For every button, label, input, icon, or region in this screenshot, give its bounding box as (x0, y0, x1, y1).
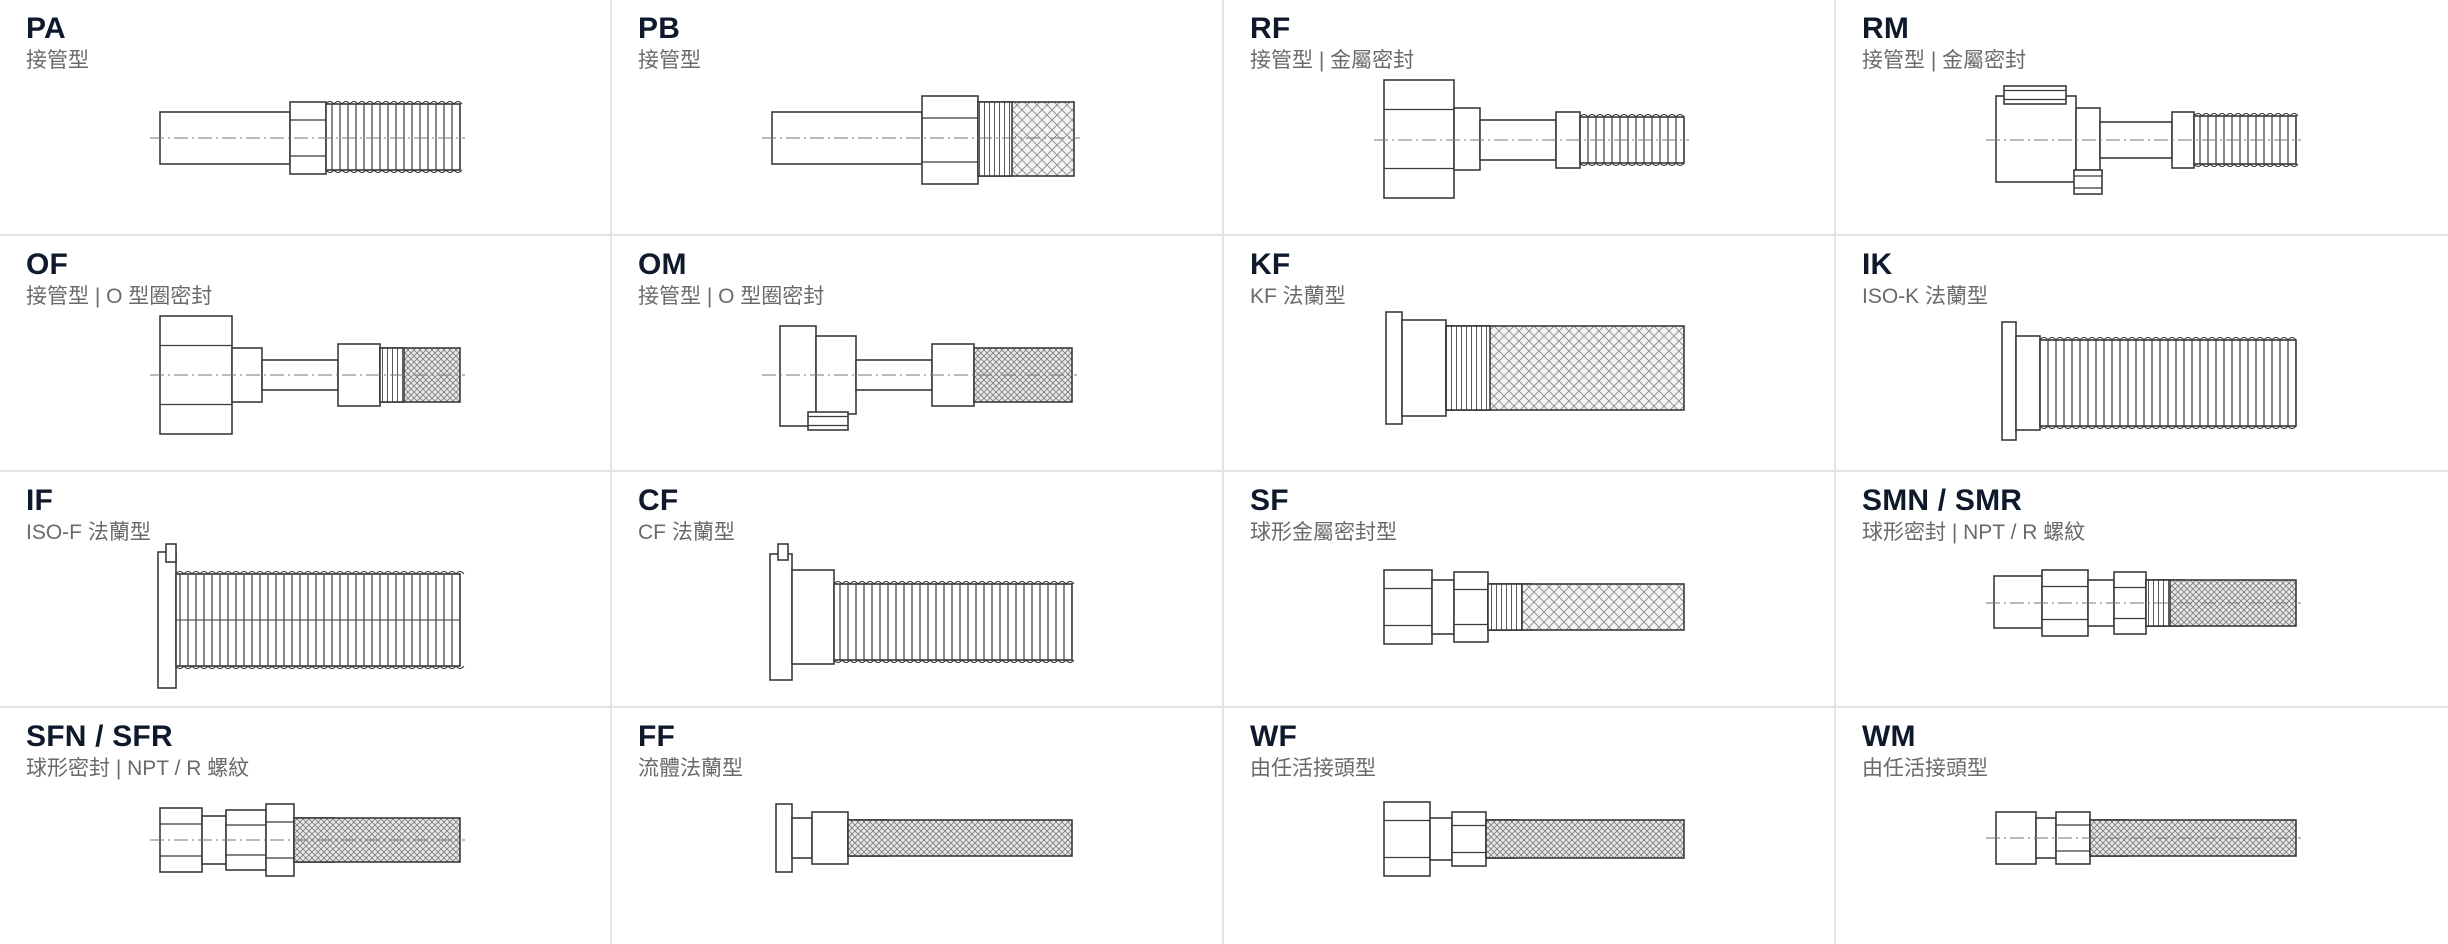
fitting-code: FF (638, 720, 676, 753)
fitting-card-kf[interactable]: KF KF 法蘭型 (1224, 236, 1836, 472)
fitting-code: RF (1250, 12, 1291, 45)
union-female-hose-icon (1383, 801, 1685, 877)
fitting-code: IK (1862, 248, 1893, 281)
iso-f-flange-corrugated-hose-icon (157, 543, 465, 689)
fitting-description: ISO-F 法蘭型 (26, 521, 151, 544)
fitting-code: SMN / SMR (1862, 484, 2023, 517)
pipe-stub-braided-hose-icon (762, 95, 1080, 185)
fitting-description: 由任活接頭型 (1862, 757, 1988, 780)
male-nut-pipe-o-ring-icon-drawing (762, 325, 1077, 431)
female-nut-pipe-metal-seal-icon-drawing (1374, 79, 1689, 199)
spherical-seal-female-thread-icon-drawing (150, 803, 465, 877)
pipe-stub-corrugated-hose-icon-drawing (150, 100, 465, 175)
pipe-stub-braided-hose-icon-drawing (762, 95, 1080, 185)
fitting-card-om[interactable]: OM 接管型 | O 型圈密封 (612, 236, 1224, 472)
fitting-card-ff[interactable]: FF 流體法蘭型 (612, 708, 1224, 944)
fitting-description: 接管型 (26, 49, 89, 72)
fitting-card-pb[interactable]: PB 接管型 (612, 0, 1224, 236)
fitting-description: 接管型 | O 型圈密封 (26, 285, 213, 308)
fitting-code: WF (1250, 720, 1298, 753)
pipe-stub-corrugated-hose-icon (150, 100, 465, 175)
fitting-card-wm[interactable]: WM 由任活接頭型 (1836, 708, 2448, 944)
spherical-metal-seal-hose-icon-drawing (1383, 569, 1685, 645)
female-nut-pipe-o-ring-icon (150, 315, 465, 435)
fitting-description: 球形密封 | NPT / R 螺紋 (1862, 521, 2086, 544)
cf-flange-corrugated-hose-icon (769, 543, 1075, 681)
union-male-hose-icon (1986, 811, 2301, 865)
fitting-description: 接管型 (638, 49, 701, 72)
fitting-code: OF (26, 248, 69, 281)
fitting-card-sfn[interactable]: SFN / SFR 球形密封 | NPT / R 螺紋 (0, 708, 612, 944)
iso-k-flange-corrugated-hose-icon (2001, 321, 2297, 441)
fitting-card-sf[interactable]: SF 球形金屬密封型 (1224, 472, 1836, 708)
fitting-code: PB (638, 12, 681, 45)
fitting-card-ik[interactable]: IK ISO-K 法蘭型 (1836, 236, 2448, 472)
fitting-description: 流體法蘭型 (638, 757, 743, 780)
fitting-description: 接管型 | 金屬密封 (1250, 49, 1415, 72)
fitting-code: KF (1250, 248, 1291, 281)
fitting-card-rf[interactable]: RF 接管型 | 金屬密封 (1224, 0, 1836, 236)
cf-flange-corrugated-hose-icon-drawing (769, 543, 1075, 681)
fitting-description: 球形金屬密封型 (1250, 521, 1397, 544)
kf-flange-braided-hose-icon-drawing (1385, 311, 1685, 425)
fitting-description: 接管型 | O 型圈密封 (638, 285, 825, 308)
spherical-seal-male-thread-icon (1986, 569, 2301, 637)
fitting-card-wf[interactable]: WF 由任活接頭型 (1224, 708, 1836, 944)
spherical-seal-male-thread-icon-drawing (1986, 569, 2301, 637)
fitting-code: SFN / SFR (26, 720, 173, 753)
fitting-description: KF 法蘭型 (1250, 285, 1346, 308)
spherical-metal-seal-hose-icon (1383, 569, 1685, 645)
fitting-description: 由任活接頭型 (1250, 757, 1376, 780)
fitting-description: ISO-K 法蘭型 (1862, 285, 1989, 308)
male-nut-pipe-metal-seal-icon-drawing (1986, 85, 2301, 195)
fluid-flange-hose-icon (775, 803, 1073, 873)
fitting-card-pa[interactable]: PA 接管型 (0, 0, 612, 236)
male-nut-pipe-metal-seal-icon (1986, 85, 2301, 195)
female-nut-pipe-metal-seal-icon (1374, 79, 1689, 199)
union-female-hose-icon-drawing (1383, 801, 1685, 877)
fitting-card-cf[interactable]: CF CF 法蘭型 (612, 472, 1224, 708)
fitting-card-rm[interactable]: RM 接管型 | 金屬密封 (1836, 0, 2448, 236)
fitting-code: RM (1862, 12, 1910, 45)
union-male-hose-icon-drawing (1986, 811, 2301, 865)
kf-flange-braided-hose-icon (1385, 311, 1685, 425)
fitting-code: WM (1862, 720, 1916, 753)
female-nut-pipe-o-ring-icon-drawing (150, 315, 465, 435)
iso-f-flange-corrugated-hose-icon-drawing (157, 543, 465, 689)
fitting-card-smn[interactable]: SMN / SMR 球形密封 | NPT / R 螺紋 (1836, 472, 2448, 708)
fluid-flange-hose-icon-drawing (775, 803, 1073, 873)
fitting-description: CF 法蘭型 (638, 521, 735, 544)
iso-k-flange-corrugated-hose-icon-drawing (2001, 321, 2297, 441)
fitting-description: 接管型 | 金屬密封 (1862, 49, 2027, 72)
fitting-card-of[interactable]: OF 接管型 | O 型圈密封 (0, 236, 612, 472)
fitting-code: CF (638, 484, 679, 517)
fitting-code: SF (1250, 484, 1289, 517)
fitting-code: IF (26, 484, 54, 517)
male-nut-pipe-o-ring-icon (762, 325, 1077, 431)
spherical-seal-female-thread-icon (150, 803, 465, 877)
fitting-code: PA (26, 12, 66, 45)
fitting-code: OM (638, 248, 687, 281)
fitting-card-if[interactable]: IF ISO-F 法蘭型 (0, 472, 612, 708)
fitting-description: 球形密封 | NPT / R 螺紋 (26, 757, 250, 780)
